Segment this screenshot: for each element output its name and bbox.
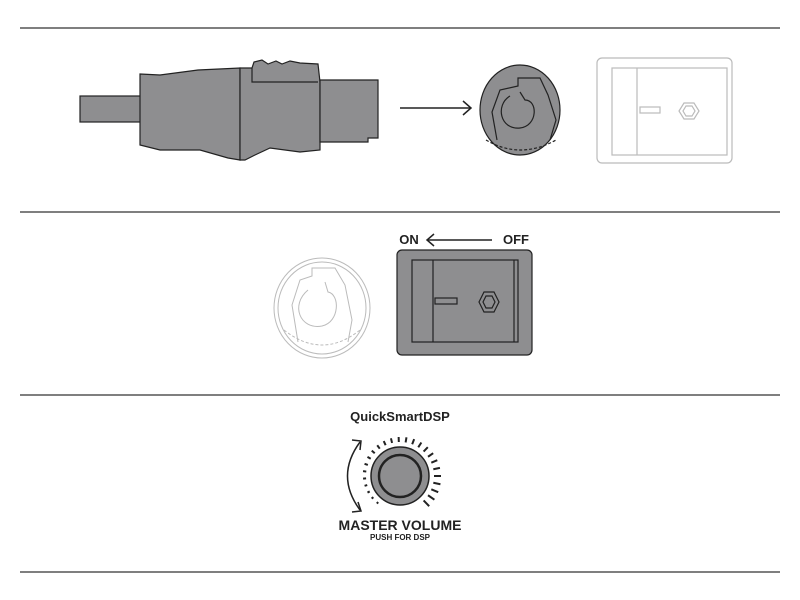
volume-tick [411, 438, 416, 445]
volume-tick [430, 488, 439, 494]
off-label: OFF [503, 232, 529, 247]
volume-tick [371, 449, 376, 454]
on-arrow-icon [425, 233, 492, 247]
power-switch [396, 249, 533, 356]
volume-tick [433, 466, 441, 471]
volume-tick [404, 437, 408, 443]
volume-tick [366, 455, 372, 460]
rotate-arrow-icon [346, 439, 363, 513]
volume-tick [382, 440, 387, 446]
volume-tick [417, 441, 423, 448]
volume-tick [371, 496, 375, 500]
volume-tick [427, 494, 435, 501]
power-switch-outline [596, 57, 733, 164]
volume-tick [422, 499, 430, 507]
brand-label: QuickSmartDSP [350, 409, 450, 424]
volume-ticks [362, 436, 441, 507]
speakon-plug [79, 59, 379, 161]
push-for-dsp-label: PUSH FOR DSP [369, 533, 431, 542]
volume-tick [427, 452, 434, 458]
volume-tick [364, 484, 368, 487]
volume-tick [430, 459, 438, 464]
volume-tick [367, 490, 371, 494]
arrow-icon [400, 100, 473, 116]
volume-tick [376, 444, 381, 450]
volume-tick [389, 438, 394, 444]
section-dividers [20, 27, 780, 573]
on-label: ON [399, 232, 419, 247]
volume-tick [433, 481, 441, 486]
master-volume-label: MASTER VOLUME [338, 517, 462, 533]
volume-tick [422, 446, 429, 453]
volume-knob [362, 436, 441, 507]
speakon-socket [479, 64, 561, 156]
volume-tick [376, 501, 379, 505]
speakon-socket-faded [273, 257, 371, 359]
volume-tick [364, 462, 369, 466]
